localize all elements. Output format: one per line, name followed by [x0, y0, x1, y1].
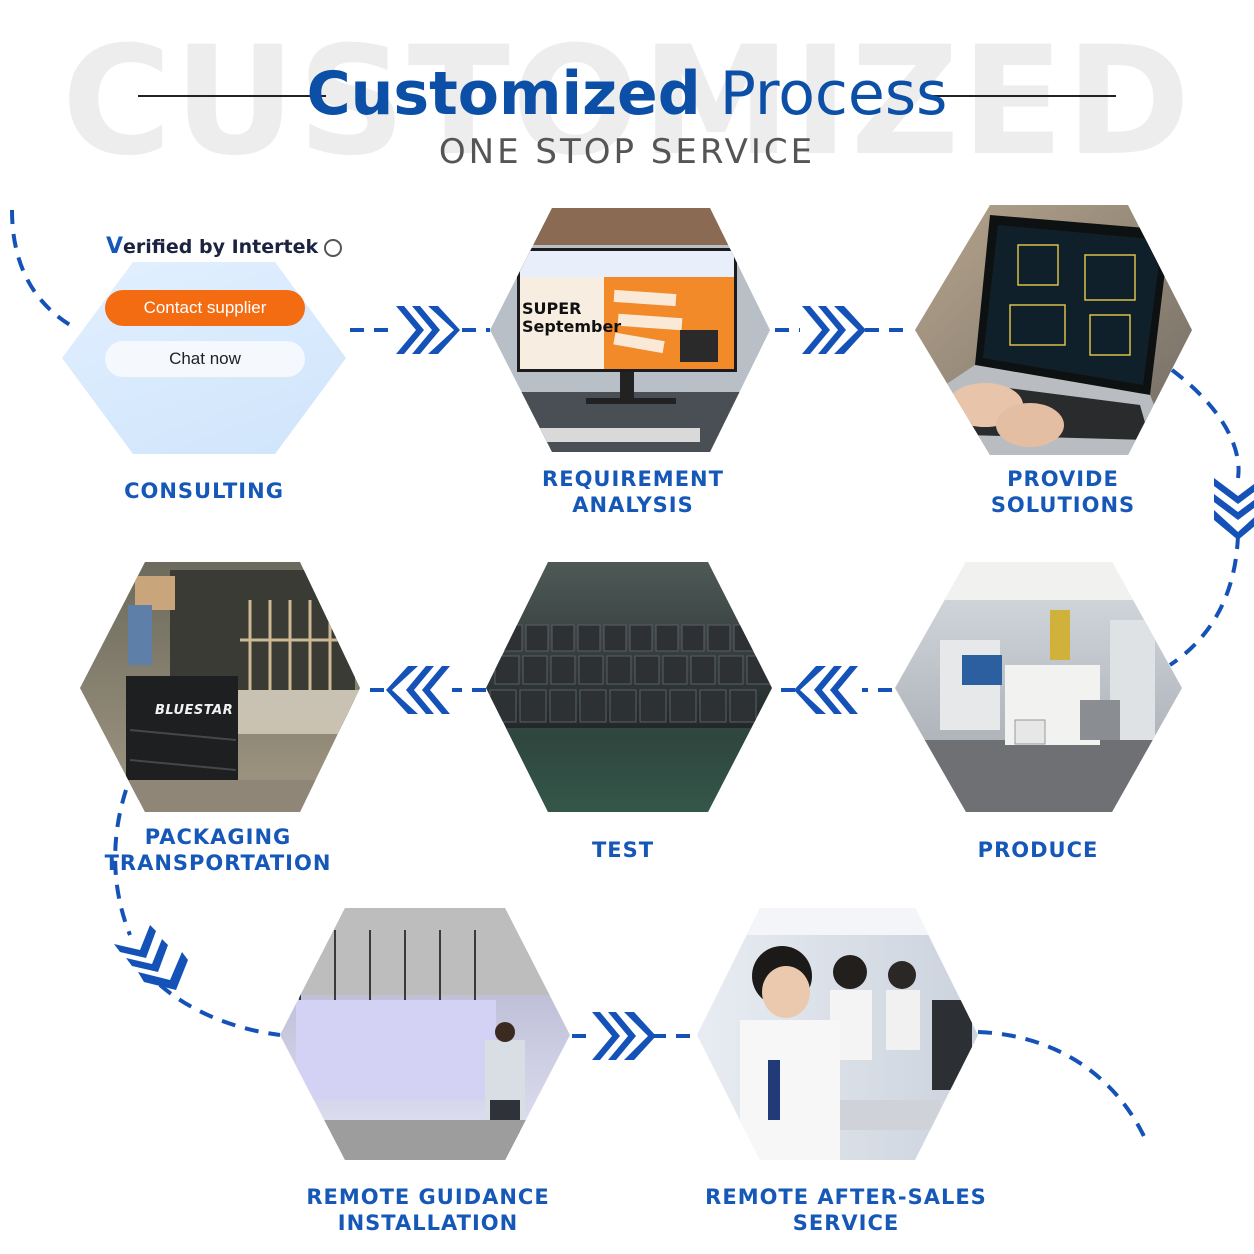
arrow-diagonal-down	[114, 925, 188, 990]
arrow-right-2	[802, 306, 866, 354]
packaging-image	[80, 562, 360, 812]
step-label-line: TEST	[591, 838, 655, 862]
step-label-line: INSTALLATION	[337, 1211, 519, 1235]
test-image	[486, 562, 772, 812]
chat-now-button[interactable]: Chat now	[105, 341, 305, 377]
flow-path-6-7a	[113, 789, 132, 936]
step-label-consulting: CONSULTING	[84, 478, 324, 504]
provide-solutions-image	[915, 205, 1192, 455]
promo-line-1: SUPER	[522, 299, 582, 318]
flow-path-3-4a	[1170, 368, 1241, 479]
step-label-line: REMOTE AFTER-SALES	[705, 1185, 987, 1209]
arrow-down-1	[1214, 478, 1254, 540]
produce-image	[895, 562, 1182, 812]
verified-text: erified by Intertek	[123, 236, 319, 258]
flow-path	[10, 209, 1241, 1146]
step-label-test: TEST	[543, 837, 703, 863]
title-light: Process	[719, 59, 948, 129]
verified-badge: Verified by Intertek	[106, 234, 343, 259]
step-label-produce: PRODUCE	[938, 837, 1138, 863]
step-label-line: PRODUCE	[977, 838, 1099, 862]
step-label-line: REQUIREMENT	[542, 467, 724, 491]
flow-path-end	[977, 1030, 1150, 1146]
arrow-right-1	[396, 306, 460, 354]
arrow-left-1	[794, 666, 858, 714]
flow-path-start	[10, 209, 72, 327]
step-label-line: PROVIDE	[1007, 467, 1119, 491]
step-label-line: SOLUTIONS	[990, 493, 1136, 517]
arrow-left-2	[386, 666, 450, 714]
step-label-line: TRANSPORTATION	[104, 851, 332, 875]
page-subtitle: ONE STOP SERVICE	[438, 132, 816, 172]
step-label-line: SERVICE	[792, 1211, 900, 1235]
arrow-right-3	[592, 1012, 656, 1060]
step-label-line: PACKAGING	[144, 825, 292, 849]
header-rule-right	[928, 95, 1116, 97]
remote-after-sales-image	[697, 908, 978, 1160]
screen-promo-text: SUPER September	[522, 300, 621, 336]
flow-path-6-7b	[158, 983, 281, 1037]
page-title: Customized Process	[0, 56, 1254, 132]
promo-line-2: September	[522, 317, 622, 336]
step-label-line: CONSULTING	[124, 479, 284, 503]
verified-prefix: V	[106, 234, 124, 259]
remote-guidance-image	[280, 908, 570, 1160]
title-bold: Customized	[306, 59, 701, 129]
contact-supplier-button[interactable]: Contact supplier	[105, 290, 305, 326]
step-label-line: REMOTE GUIDANCE	[306, 1185, 550, 1209]
step-label-line: ANALYSIS	[572, 493, 694, 517]
watermark-text: CUSTOMIZED	[61, 15, 1193, 189]
verified-check-icon	[324, 238, 343, 257]
flow-path-3-4b	[1168, 534, 1240, 667]
crate-brand-text: BLUESTAR	[155, 703, 234, 718]
header-rule-left	[138, 95, 326, 97]
